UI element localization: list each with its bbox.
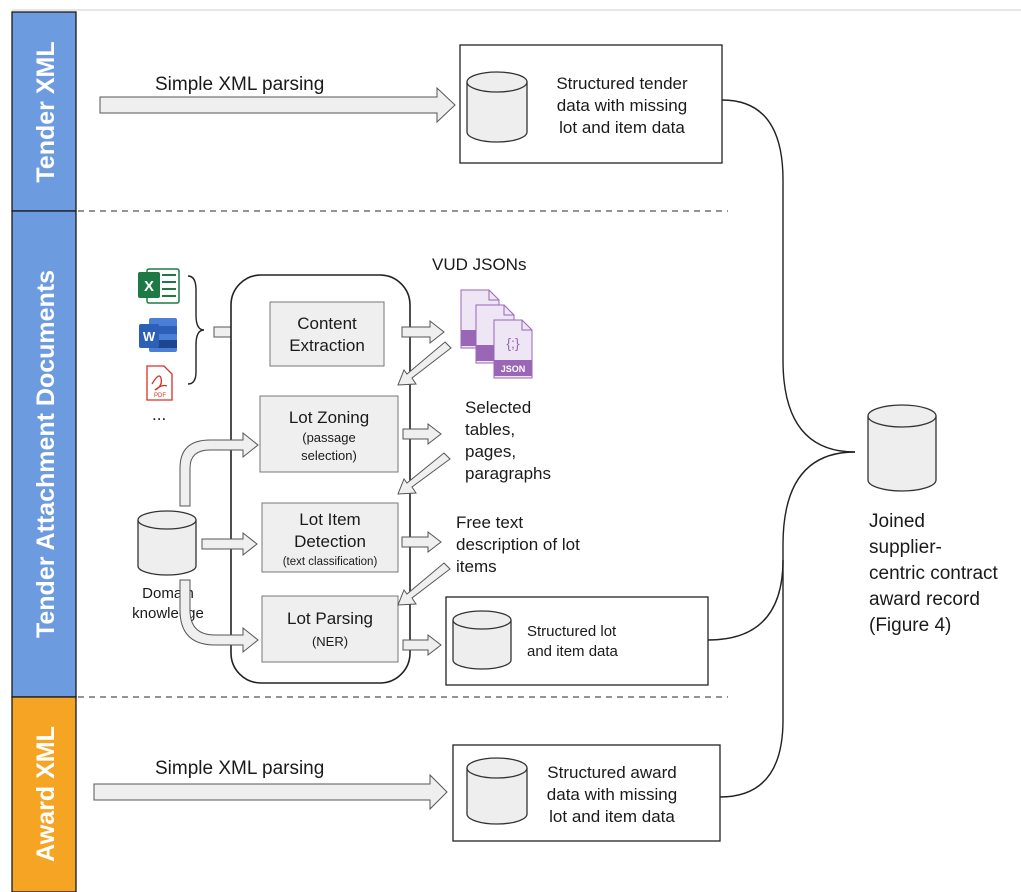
joined-line-3: centric contract bbox=[869, 563, 999, 584]
selected-line-2: tables, bbox=[465, 420, 515, 439]
selected-line-3: pages, bbox=[465, 442, 516, 461]
selected-to-detection-arrow bbox=[397, 452, 451, 495]
step-content-extraction: Content Extraction bbox=[269, 301, 385, 367]
step-lot-zoning-sub-2: selection) bbox=[301, 448, 357, 463]
step-lot-parsing: Lot Parsing (NER) bbox=[261, 595, 399, 663]
tender-parse-arrow bbox=[99, 86, 456, 124]
award-box-line-3: lot and item data bbox=[549, 807, 675, 826]
tender-box-line-3: lot and item data bbox=[559, 118, 685, 137]
band-label-tender-attachments: Tender Attachment Documents bbox=[32, 270, 60, 638]
step-lot-item-detection-title-1: Lot Item bbox=[299, 510, 360, 529]
step-lot-item-detection-sub: (text classification) bbox=[283, 556, 378, 568]
excel-icon: X bbox=[138, 268, 180, 304]
freetext-line-3: items bbox=[456, 557, 497, 576]
step-lot-zoning-sub-1: (passage bbox=[302, 430, 355, 445]
tender-box-line-2: data with missing bbox=[557, 96, 687, 115]
tender-box-line-1: Structured tender bbox=[556, 74, 688, 93]
band-label-award-xml: Award XML bbox=[32, 726, 60, 862]
step-content-extraction-title-2: Extraction bbox=[289, 336, 365, 355]
step-content-extraction-title-1: Content bbox=[297, 314, 357, 333]
step-lot-parsing-title: Lot Parsing bbox=[287, 609, 373, 628]
parsing-out-arrow bbox=[402, 633, 442, 657]
band-tender-xml: Tender XML bbox=[11, 11, 77, 212]
selected-line-4: paragraphs bbox=[465, 464, 551, 483]
domain-to-detection-arrow bbox=[201, 531, 258, 557]
step-lot-item-detection: Lot Item Detection (text classification) bbox=[261, 502, 399, 573]
pdf-icon-label: PDF bbox=[154, 393, 166, 399]
svg-text:X: X bbox=[144, 278, 154, 295]
award-structured-box: Structured award data with missing lot a… bbox=[452, 744, 721, 842]
pdf-icon: PDF bbox=[146, 365, 173, 401]
json-icon-glyph: {;} bbox=[506, 335, 520, 351]
tender-join-connector bbox=[721, 99, 856, 453]
step-lot-zoning-title: Lot Zoning bbox=[289, 408, 369, 427]
step-lot-parsing-sub: (NER) bbox=[312, 634, 348, 649]
zoning-out-arrow bbox=[402, 422, 442, 446]
file-types-ellipsis: ... bbox=[152, 405, 166, 424]
lot-database-icon bbox=[452, 610, 512, 670]
step-lot-zoning: Lot Zoning (passage selection) bbox=[259, 395, 399, 473]
json-to-zoning-arrow bbox=[397, 341, 452, 386]
joined-line-4: award record bbox=[869, 589, 980, 610]
lot-box-line-2: and item data bbox=[527, 643, 619, 660]
award-database-icon bbox=[466, 757, 528, 825]
selected-line-1: Selected bbox=[465, 398, 531, 417]
detection-out-arrow bbox=[401, 530, 442, 554]
svg-text:W: W bbox=[143, 329, 156, 344]
extraction-out-arrow bbox=[401, 319, 445, 345]
lot-structured-box: Structured lot and item data bbox=[445, 596, 709, 686]
json-file-icons: {;} JSON bbox=[460, 289, 533, 379]
domain-knowledge-database-icon bbox=[137, 510, 197, 576]
award-join-connector bbox=[719, 451, 856, 798]
award-box-line-2: data with missing bbox=[547, 785, 677, 804]
band-award-xml: Award XML bbox=[11, 696, 77, 892]
award-arrow-label: Simple XML parsing bbox=[155, 758, 324, 779]
tender-arrow-label: Simple XML parsing bbox=[155, 74, 324, 95]
band-tender-attachments: Tender Attachment Documents bbox=[11, 210, 77, 698]
lot-join-connector bbox=[707, 559, 784, 641]
tender-database-icon bbox=[466, 71, 528, 143]
freetext-line-1: Free text bbox=[456, 513, 523, 532]
award-parse-arrow bbox=[93, 773, 448, 811]
lot-box-line-1: Structured lot bbox=[527, 623, 617, 640]
domain-to-zoning-arrow bbox=[179, 431, 259, 507]
award-box-line-1: Structured award bbox=[547, 763, 676, 782]
freetext-to-parsing-arrow bbox=[397, 562, 451, 606]
joined-line-1: Joined bbox=[869, 511, 925, 532]
vud-jsons-label: VUD JSONs bbox=[432, 255, 526, 274]
json-icon-label: JSON bbox=[501, 364, 526, 374]
joined-line-5: (Figure 4) bbox=[869, 615, 951, 636]
band-label-tender-xml: Tender XML bbox=[32, 41, 60, 182]
domain-to-parsing-arrow bbox=[179, 579, 259, 654]
tender-structured-box: Structured tender data with missing lot … bbox=[459, 44, 723, 164]
joined-line-2: supplier- bbox=[869, 537, 942, 558]
joined-record-database-icon bbox=[867, 404, 937, 492]
freetext-line-2: description of lot bbox=[456, 535, 580, 554]
step-lot-item-detection-title-2: Detection bbox=[294, 532, 366, 551]
domain-label-2: knowledge bbox=[132, 605, 204, 622]
processing-pipeline-container bbox=[230, 274, 411, 684]
file-group-brace bbox=[187, 275, 205, 385]
word-icon: W bbox=[139, 318, 177, 352]
